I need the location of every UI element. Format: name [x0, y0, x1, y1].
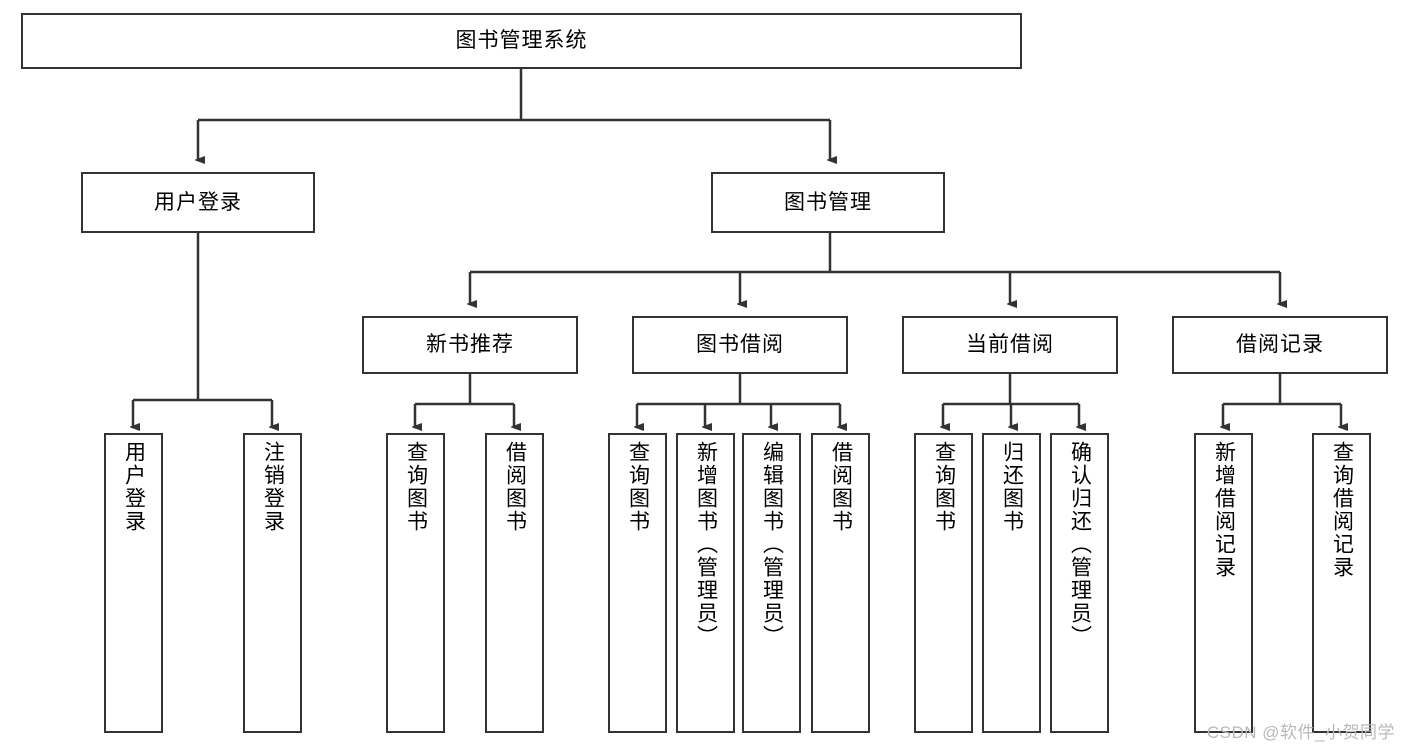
leaf-borrow-book-recommend[interactable]: 借阅图书	[485, 433, 544, 733]
node-label: 用户登录	[122, 441, 146, 533]
node-label: 图书借阅	[696, 333, 784, 357]
node-label: 注销登录	[261, 441, 285, 533]
node-label: 新增借阅记录	[1212, 441, 1236, 579]
leaf-query-borrow-record[interactable]: 查询借阅记录	[1312, 433, 1371, 733]
leaf-add-book-admin[interactable]: 新增图书（管理员）	[676, 433, 735, 733]
leaf-query-book-current[interactable]: 查询图书	[914, 433, 973, 733]
node-current-borrow[interactable]: 当前借阅	[902, 316, 1118, 374]
node-label: 借阅记录	[1236, 333, 1324, 357]
leaf-confirm-return-admin[interactable]: 确认归还（管理员）	[1050, 433, 1109, 733]
node-label: 新增图书（管理员）	[694, 441, 718, 648]
leaf-return-book[interactable]: 归还图书	[982, 433, 1041, 733]
leaf-query-book-borrow[interactable]: 查询图书	[608, 433, 667, 733]
node-label: 查询图书	[626, 441, 650, 533]
watermark-text: CSDN @软件_小贺同学	[1206, 723, 1395, 742]
node-book-borrow[interactable]: 图书借阅	[632, 316, 848, 374]
leaf-logout[interactable]: 注销登录	[243, 433, 302, 733]
node-label: 编辑图书（管理员）	[760, 441, 784, 648]
leaf-borrow-book[interactable]: 借阅图书	[811, 433, 870, 733]
leaf-query-book-recommend[interactable]: 查询图书	[386, 433, 445, 733]
node-label: 用户登录	[154, 190, 242, 214]
leaf-user-login[interactable]: 用户登录	[104, 433, 163, 733]
leaf-edit-book-admin[interactable]: 编辑图书（管理员）	[742, 433, 801, 733]
node-label: 归还图书	[1000, 441, 1024, 533]
node-book-management[interactable]: 图书管理	[711, 172, 945, 233]
node-borrow-record[interactable]: 借阅记录	[1172, 316, 1388, 374]
node-label: 借阅图书	[829, 441, 853, 533]
node-new-book-recommend[interactable]: 新书推荐	[362, 316, 578, 374]
node-root-book-management-system[interactable]: 图书管理系统	[21, 13, 1022, 69]
node-label: 图书管理	[784, 190, 872, 214]
node-label: 查询图书	[932, 441, 956, 533]
leaf-add-borrow-record[interactable]: 新增借阅记录	[1194, 433, 1253, 733]
node-label: 新书推荐	[426, 333, 514, 357]
node-label: 查询图书	[404, 441, 428, 533]
node-label: 当前借阅	[966, 333, 1054, 357]
node-label: 图书管理系统	[455, 29, 588, 53]
node-label: 查询借阅记录	[1330, 441, 1354, 579]
node-user-login[interactable]: 用户登录	[81, 172, 315, 233]
node-label: 确认归还（管理员）	[1068, 441, 1092, 648]
node-label: 借阅图书	[503, 441, 527, 533]
